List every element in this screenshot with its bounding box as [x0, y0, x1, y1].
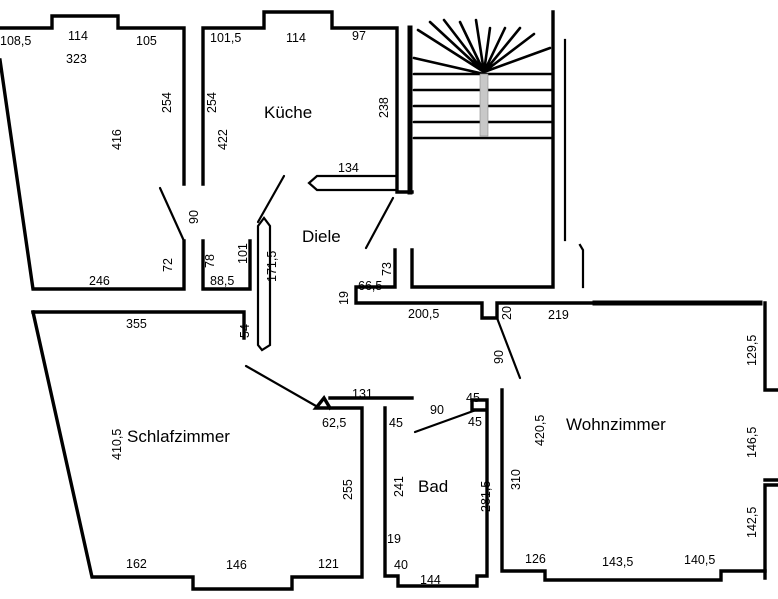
- dim-label: 72: [161, 258, 175, 272]
- dim-label: 129,5: [745, 335, 759, 366]
- wall-diele-notch: [307, 174, 399, 192]
- room-label-kueche: Küche: [264, 103, 312, 122]
- dim-label: 40: [394, 558, 408, 572]
- dim-label: 200,5: [408, 307, 439, 321]
- dim-label: 66,5: [358, 279, 382, 293]
- door-swing-diele: [364, 196, 395, 250]
- dim-label: 254: [160, 92, 174, 113]
- dim-label: 101: [236, 243, 250, 264]
- dim-label: 121: [318, 557, 339, 571]
- dim-label: 422: [216, 129, 230, 150]
- wall-right-edge: [763, 301, 778, 580]
- dim-label: 73: [380, 262, 394, 276]
- dim-label: 246: [89, 274, 110, 288]
- dim-label: 162: [126, 557, 147, 571]
- wall-topleft-room-left: [0, 58, 186, 291]
- dim-label: 134: [338, 161, 359, 175]
- door-swing-kueche: [256, 174, 286, 224]
- dim-label: 146,5: [745, 427, 759, 458]
- door-swing-schlaf: [244, 364, 318, 408]
- dim-label: 143,5: [602, 555, 633, 569]
- dim-label: 281,5: [479, 481, 493, 512]
- dim-label: 171,5: [265, 251, 279, 282]
- wall-stair-bottom: [410, 10, 555, 289]
- dim-label: 45: [468, 415, 482, 429]
- dim-label: 142,5: [745, 507, 759, 538]
- dim-label: 131: [352, 387, 373, 401]
- door-swing-bad: [413, 408, 478, 434]
- room-label-diele: Diele: [302, 227, 341, 246]
- dim-label: 126: [525, 552, 546, 566]
- room-label-bad: Bad: [418, 477, 448, 496]
- dim-label: 105: [136, 34, 157, 48]
- dim-label: 108,5: [0, 34, 31, 48]
- wall-kueche-stub: [201, 239, 252, 291]
- dim-label: 114: [68, 29, 88, 43]
- wall-wohnzimmer: [500, 388, 767, 582]
- dim-label: 45: [389, 416, 403, 430]
- dim-label: 114: [286, 31, 306, 45]
- wall-bad: [383, 398, 489, 588]
- dim-label: 90: [430, 403, 444, 417]
- room-label-wohnzimmer: Wohnzimmer: [566, 415, 666, 434]
- door-swing-room1: [158, 186, 186, 243]
- dim-label: 238: [377, 97, 391, 118]
- dim-label: 90: [187, 210, 201, 224]
- room-label-schlafzimmer: Schlafzimmer: [127, 427, 230, 446]
- wall-schlafzimmer: [31, 310, 246, 340]
- dim-label: 255: [341, 479, 355, 500]
- dim-label: 144: [420, 573, 441, 587]
- dim-label: 62,5: [322, 416, 346, 430]
- dim-label: 90: [492, 350, 506, 364]
- wall-diele-stub: [354, 248, 597, 320]
- dim-label: 146: [226, 558, 247, 572]
- dim-label: 219: [548, 308, 569, 322]
- dim-label: 101,5: [210, 31, 241, 45]
- dim-label: 254: [205, 92, 219, 113]
- dim-label: 355: [126, 317, 147, 331]
- dim-label: 45: [466, 391, 480, 405]
- staircase: [412, 18, 555, 140]
- wall-right-frag: [563, 38, 585, 289]
- dim-label: 420,5: [533, 415, 547, 446]
- wall-schlafzimmer-left: [30, 309, 414, 591]
- dim-label: 20: [500, 306, 514, 320]
- wall-topleft-room: [0, 14, 186, 186]
- dim-label: 19: [387, 532, 401, 546]
- dim-label: 310: [509, 469, 523, 490]
- dim-label: 97: [352, 29, 366, 43]
- door-swing-wohn: [495, 316, 522, 380]
- dim-label: 140,5: [684, 553, 715, 567]
- dim-label: 54: [238, 324, 252, 338]
- dim-label: 78: [203, 254, 217, 268]
- dim-label: 241: [392, 476, 406, 497]
- dim-label: 416: [110, 129, 124, 150]
- wall-kueche: [201, 10, 414, 194]
- dim-label: 323: [66, 52, 87, 66]
- wall-diele-column: [256, 216, 272, 352]
- dim-label: 19: [337, 291, 351, 305]
- dim-label: 88,5: [210, 274, 234, 288]
- dim-label: 410,5: [110, 429, 124, 460]
